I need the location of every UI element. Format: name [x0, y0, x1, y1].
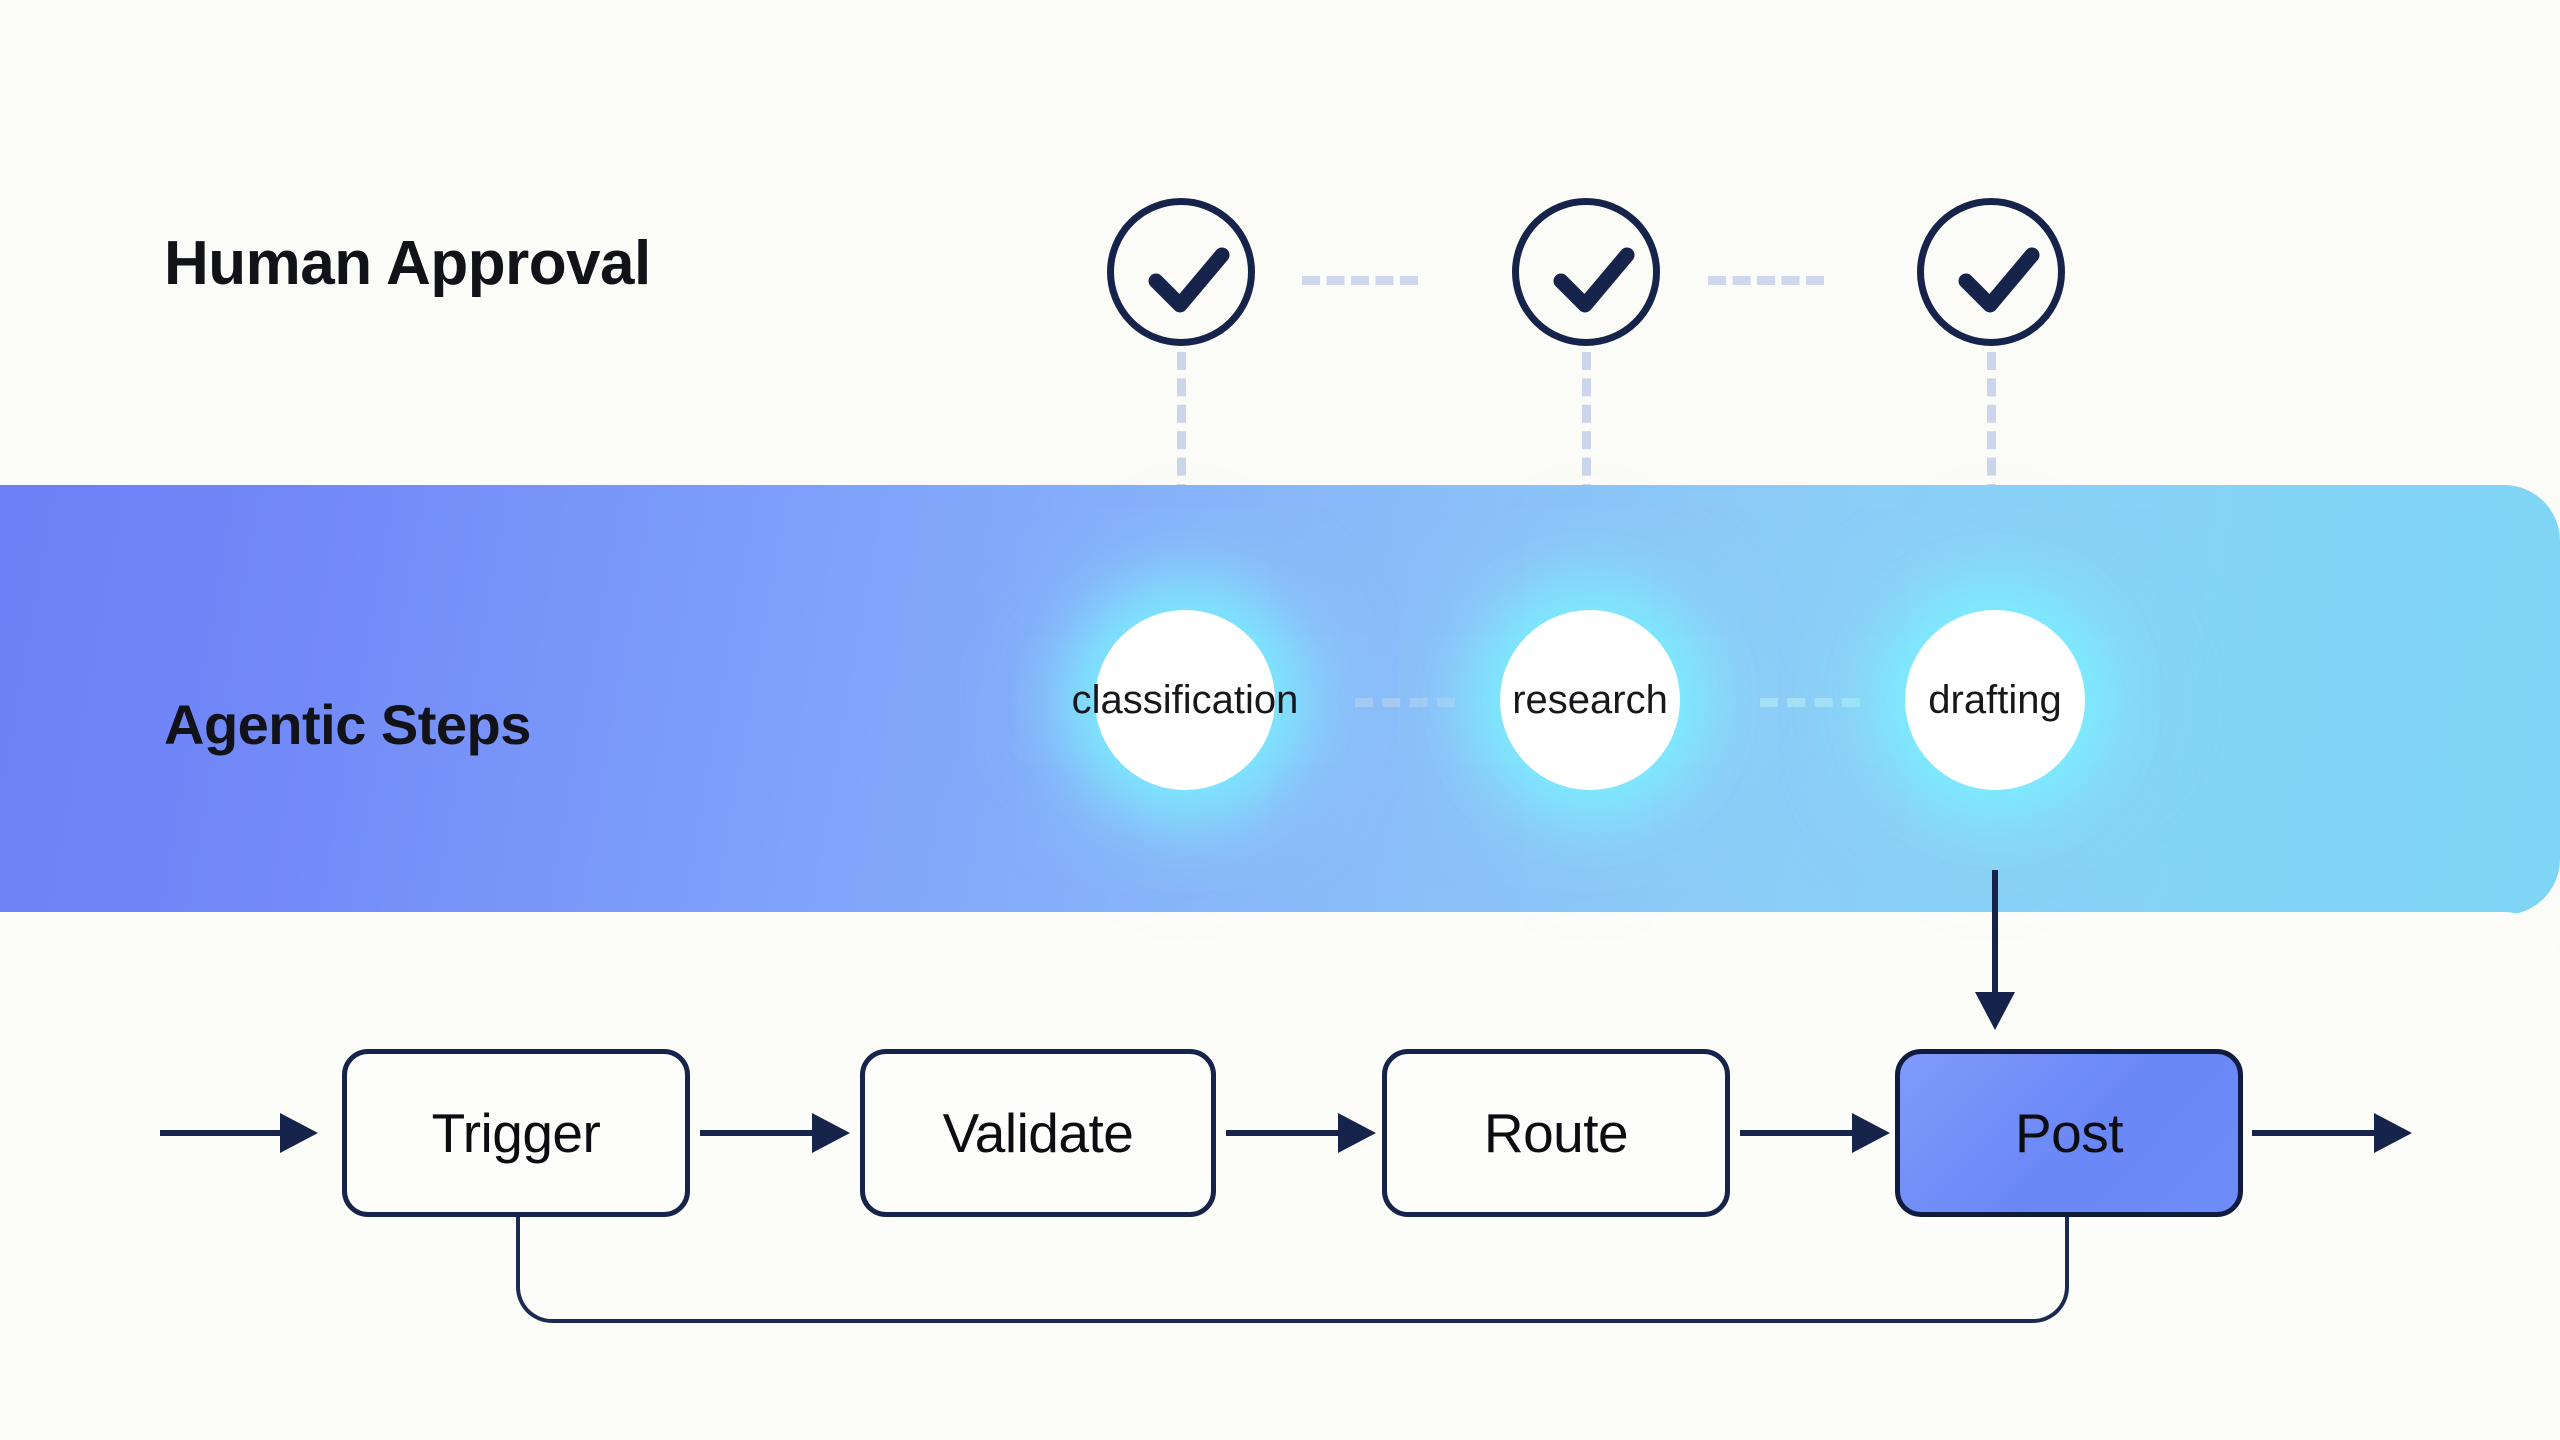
agent-node-classification[interactable]: classification — [1072, 610, 1298, 790]
drafting-to-post-arrow — [1975, 870, 2015, 1030]
check-icon — [1958, 247, 2040, 313]
arrow-head — [1852, 1113, 1890, 1153]
workflow-box-validate[interactable]: Validate — [860, 1049, 1216, 1217]
approval-check-2[interactable] — [1512, 198, 1660, 346]
arrow-shaft — [1226, 1130, 1338, 1136]
agent-node-drafting[interactable]: drafting — [1905, 610, 2085, 790]
approval-to-agent-connector-2 — [1582, 352, 1591, 502]
arrow-shaft — [1740, 1130, 1852, 1136]
approval-check-1[interactable] — [1107, 198, 1255, 346]
agent-connector-1-2 — [1355, 698, 1455, 707]
agentic-steps-band — [0, 485, 2560, 915]
workflow-entry-arrow — [160, 1113, 318, 1153]
approval-connector-1-2 — [1302, 276, 1418, 285]
workflow-exit-arrow — [2252, 1113, 2412, 1153]
check-icon — [1148, 247, 1230, 313]
human-approval-layer: Human Approval — [0, 0, 2560, 485]
agent-node-label: drafting — [1928, 677, 2062, 722]
workflow-box-label: Trigger — [431, 1102, 601, 1164]
agent-node-label: research — [1512, 677, 1668, 722]
agent-node-research[interactable]: research — [1500, 610, 1680, 790]
workflow-box-trigger[interactable]: Trigger — [342, 1049, 690, 1217]
workflow-box-label: Route — [1483, 1102, 1629, 1164]
agent-connector-2-3 — [1760, 698, 1860, 707]
arrow-shaft — [160, 1130, 280, 1136]
arrow-shaft — [700, 1130, 812, 1136]
approval-check-3[interactable] — [1917, 198, 2065, 346]
approval-to-agent-connector-3 — [1987, 352, 1996, 502]
approval-connector-2-3 — [1708, 276, 1824, 285]
human-approval-title: Human Approval — [164, 229, 651, 298]
agent-node-label: classification — [1071, 677, 1299, 722]
check-icon — [1553, 247, 1635, 313]
workflow-box-post[interactable]: Post — [1895, 1049, 2243, 1217]
workflow-box-label: Post — [2014, 1102, 2124, 1164]
trigger-to-validate-arrow — [700, 1113, 850, 1153]
arrow-head — [1338, 1113, 1376, 1153]
arrow-head — [812, 1113, 850, 1153]
arrow-shaft — [1992, 870, 1998, 992]
validate-to-route-arrow — [1226, 1113, 1376, 1153]
post-to-trigger-feedback-loop — [516, 1217, 2069, 1323]
arrow-shaft — [2252, 1130, 2374, 1136]
arrow-head — [1975, 992, 2015, 1030]
agentic-steps-title: Agentic Steps — [164, 693, 531, 756]
arrow-head — [2374, 1113, 2412, 1153]
workflow-box-route[interactable]: Route — [1382, 1049, 1730, 1217]
approval-to-agent-connector-1 — [1177, 352, 1186, 502]
route-to-post-arrow — [1740, 1113, 1890, 1153]
arrow-head — [280, 1113, 318, 1153]
workflow-box-label: Validate — [942, 1102, 1134, 1164]
